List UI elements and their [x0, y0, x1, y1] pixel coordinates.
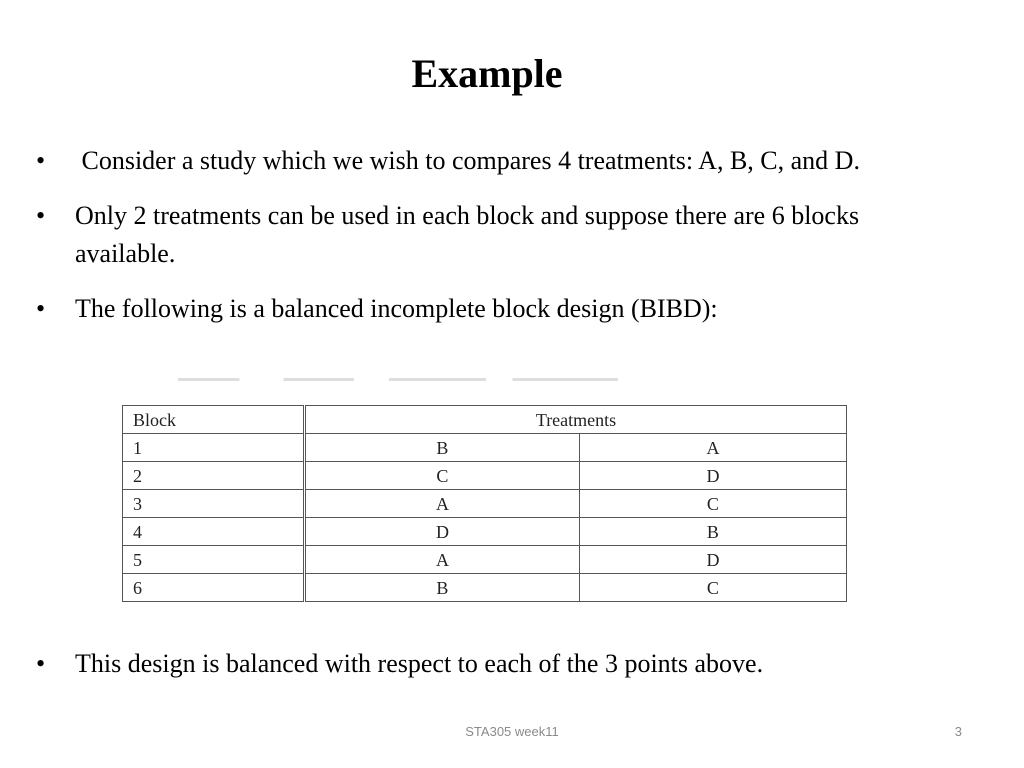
- cell-treatment-2: A: [578, 433, 848, 462]
- cell-block: 1: [122, 433, 306, 462]
- bullet-text: Only 2 treatments can be used in each bl…: [75, 201, 860, 268]
- bullet-item: • Consider a study which we wish to comp…: [36, 142, 956, 180]
- bullet-dot: •: [36, 294, 46, 323]
- cell-treatment-2: C: [578, 489, 848, 518]
- cell-treatment-1: A: [304, 489, 580, 518]
- cell-treatment-1: B: [304, 433, 580, 462]
- cell-block: 4: [122, 517, 306, 546]
- table-header-row: Block Treatments: [122, 405, 847, 434]
- header-treatments: Treatments: [304, 405, 847, 434]
- cell-treatment-2: C: [578, 573, 848, 602]
- bullet-list: • Consider a study which we wish to comp…: [36, 142, 956, 345]
- cell-block: 2: [122, 461, 306, 490]
- cell-treatment-2: D: [578, 545, 848, 574]
- cell-treatment-1: D: [304, 517, 580, 546]
- bullet-dot: •: [36, 201, 46, 230]
- closing-bullet-list: • This design is balanced with respect t…: [36, 645, 956, 683]
- bullet-dot: •: [36, 146, 46, 175]
- bullet-text: The following is a balanced incomplete b…: [75, 294, 718, 323]
- cell-block: 6: [122, 573, 306, 602]
- cell-treatment-1: A: [304, 545, 580, 574]
- slide-title: Example: [411, 51, 563, 96]
- bullet-text: Consider a study which we wish to compar…: [75, 146, 860, 175]
- header-block: Block: [122, 405, 306, 434]
- bullet-item: • The following is a balanced incomplete…: [36, 290, 956, 328]
- cell-treatment-2: D: [578, 461, 848, 490]
- bullet-item: • This design is balanced with respect t…: [36, 645, 956, 683]
- footer-page-number: 3: [954, 724, 962, 739]
- cell-treatment-2: B: [578, 517, 848, 546]
- cropped-text-remnant: [178, 372, 618, 382]
- cell-block: 3: [122, 489, 306, 518]
- cell-block: 5: [122, 545, 306, 574]
- cell-treatment-1: C: [304, 461, 580, 490]
- bullet-dot: •: [36, 649, 46, 678]
- footer-course: STA305 week11: [465, 724, 559, 739]
- bullet-text: This design is balanced with respect to …: [75, 649, 764, 678]
- cell-treatment-1: B: [304, 573, 580, 602]
- bullet-item: • Only 2 treatments can be used in each …: [36, 197, 956, 273]
